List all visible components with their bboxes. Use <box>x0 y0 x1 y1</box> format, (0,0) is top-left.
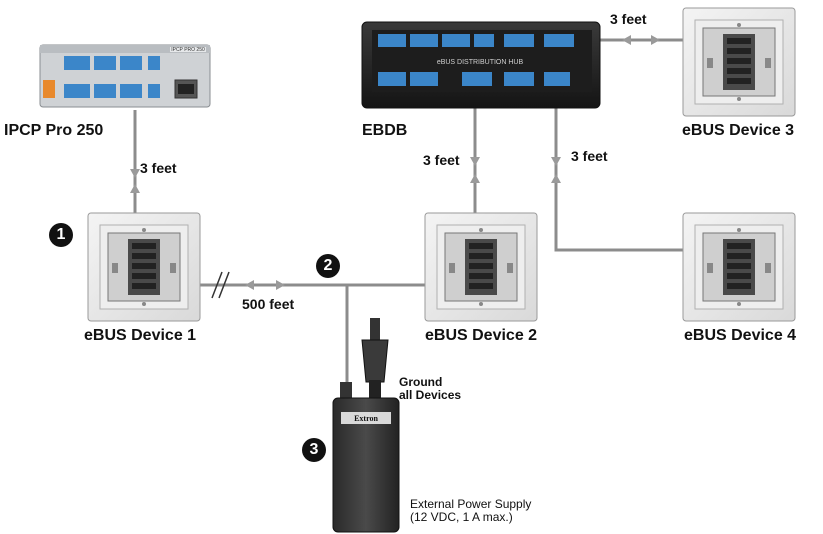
ebus-device-1-plate <box>87 212 201 322</box>
label-device-4: eBUS Device 4 <box>684 327 797 344</box>
label-ebdb: EBDB <box>362 122 408 139</box>
external-power-supply <box>332 382 400 533</box>
label-long-cable-length: 500 feet <box>242 296 295 312</box>
ebus-device-4-plate <box>682 212 796 322</box>
cable-length-arrows <box>130 35 660 290</box>
wall-plates <box>87 7 796 322</box>
ipcp-pro-250-device <box>39 44 211 108</box>
label-hub-device4-length: 3 feet <box>571 148 608 164</box>
callout-marker-2: 2 <box>316 254 340 278</box>
ipcp-badge: IPCP PRO 250 <box>171 47 205 53</box>
ebus-device-3-plate <box>682 7 796 117</box>
ebus-device-2-plate <box>424 212 538 322</box>
label-device-2: eBUS Device 2 <box>425 327 538 344</box>
label-device-1: eBUS Device 1 <box>84 327 197 344</box>
cable-break-mark <box>211 271 230 299</box>
label-ground: Ground all Devices <box>399 375 462 402</box>
label-hub-device2-length: 3 feet <box>423 152 460 168</box>
label-hub-device3-length: 3 feet <box>610 11 647 27</box>
hub-title: eBUS DISTRIBUTION HUB <box>437 59 524 66</box>
psu-brand-logo: Extron <box>354 414 378 423</box>
label-power-supply: External Power Supply (12 VDC, 1 A max.) <box>410 497 532 524</box>
ebdb-hub <box>361 21 601 109</box>
callout-marker-3: 3 <box>302 438 326 462</box>
ac-plug <box>361 318 389 398</box>
label-device-3: eBUS Device 3 <box>682 122 795 139</box>
cable-hub-to-device4 <box>554 78 740 252</box>
callout-marker-1: 1 <box>49 223 73 247</box>
label-ipcp-cable-length: 3 feet <box>140 160 177 176</box>
label-ipcp-pro-250: IPCP Pro 250 <box>4 122 104 139</box>
